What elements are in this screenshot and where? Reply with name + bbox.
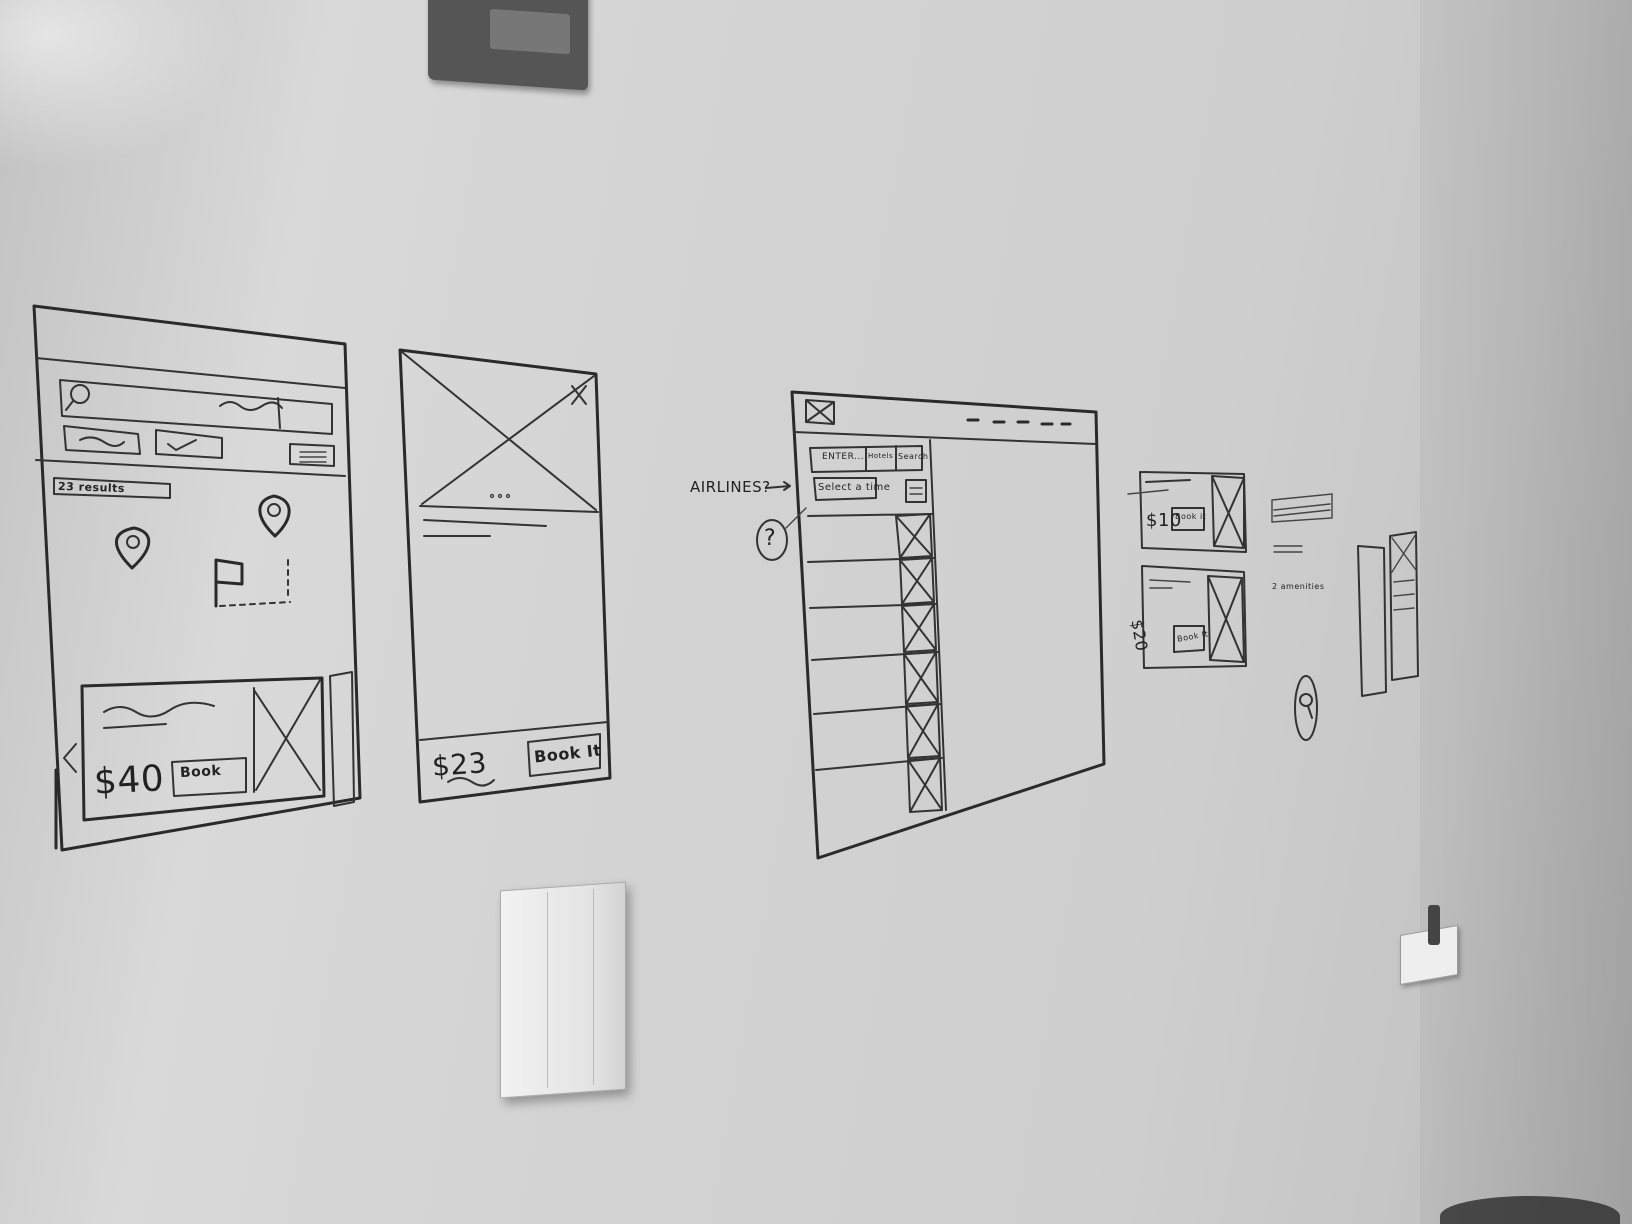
desktop-select-time: Select a time — [818, 482, 891, 493]
desktop-search-button: Search — [898, 452, 929, 461]
trash-bin-edge — [1440, 1196, 1620, 1224]
amenities-note: 2 amenities — [1272, 582, 1325, 591]
desktop-search-input: ENTER... — [822, 452, 865, 462]
airlines-annotation: AIRLINES? — [690, 478, 771, 496]
small-card1-price: $10 — [1146, 510, 1182, 531]
small-card1-button: Book it — [1175, 512, 1207, 521]
help-question-mark: ? — [764, 526, 777, 551]
right-wall-shadow — [1420, 0, 1632, 1224]
marker-in-bracket — [1428, 905, 1440, 945]
glare-highlight — [0, 0, 240, 170]
desktop-hotels-field: Hotels — [868, 452, 894, 460]
